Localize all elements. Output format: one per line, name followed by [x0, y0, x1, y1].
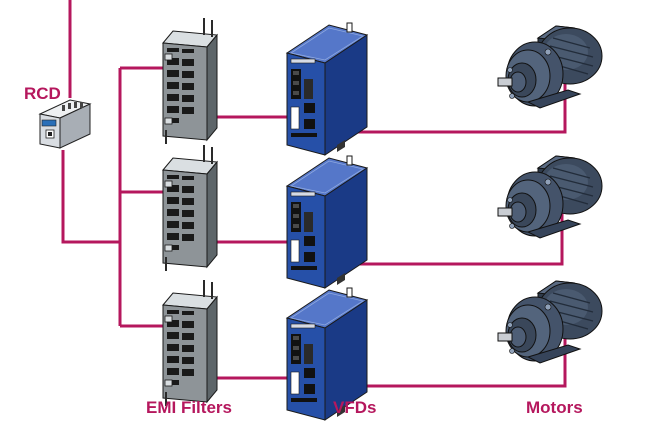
- motor-1: [497, 25, 603, 109]
- vfd-1: [286, 22, 368, 156]
- vfds-label: VFDs: [333, 398, 377, 417]
- vfd-2: [286, 155, 368, 289]
- emi-filter-3: [162, 279, 218, 407]
- rcd-device: [39, 99, 91, 149]
- rcd-label: RCD: [24, 84, 61, 103]
- emi-filters-label: EMI Filters: [146, 398, 232, 417]
- emi-filter-1: [162, 17, 218, 145]
- motor-3: [497, 280, 603, 364]
- motor-2: [497, 155, 603, 239]
- rcd-out-wire: [61, 150, 120, 244]
- motors-label: Motors: [526, 398, 583, 417]
- emi-filter-2: [162, 144, 218, 272]
